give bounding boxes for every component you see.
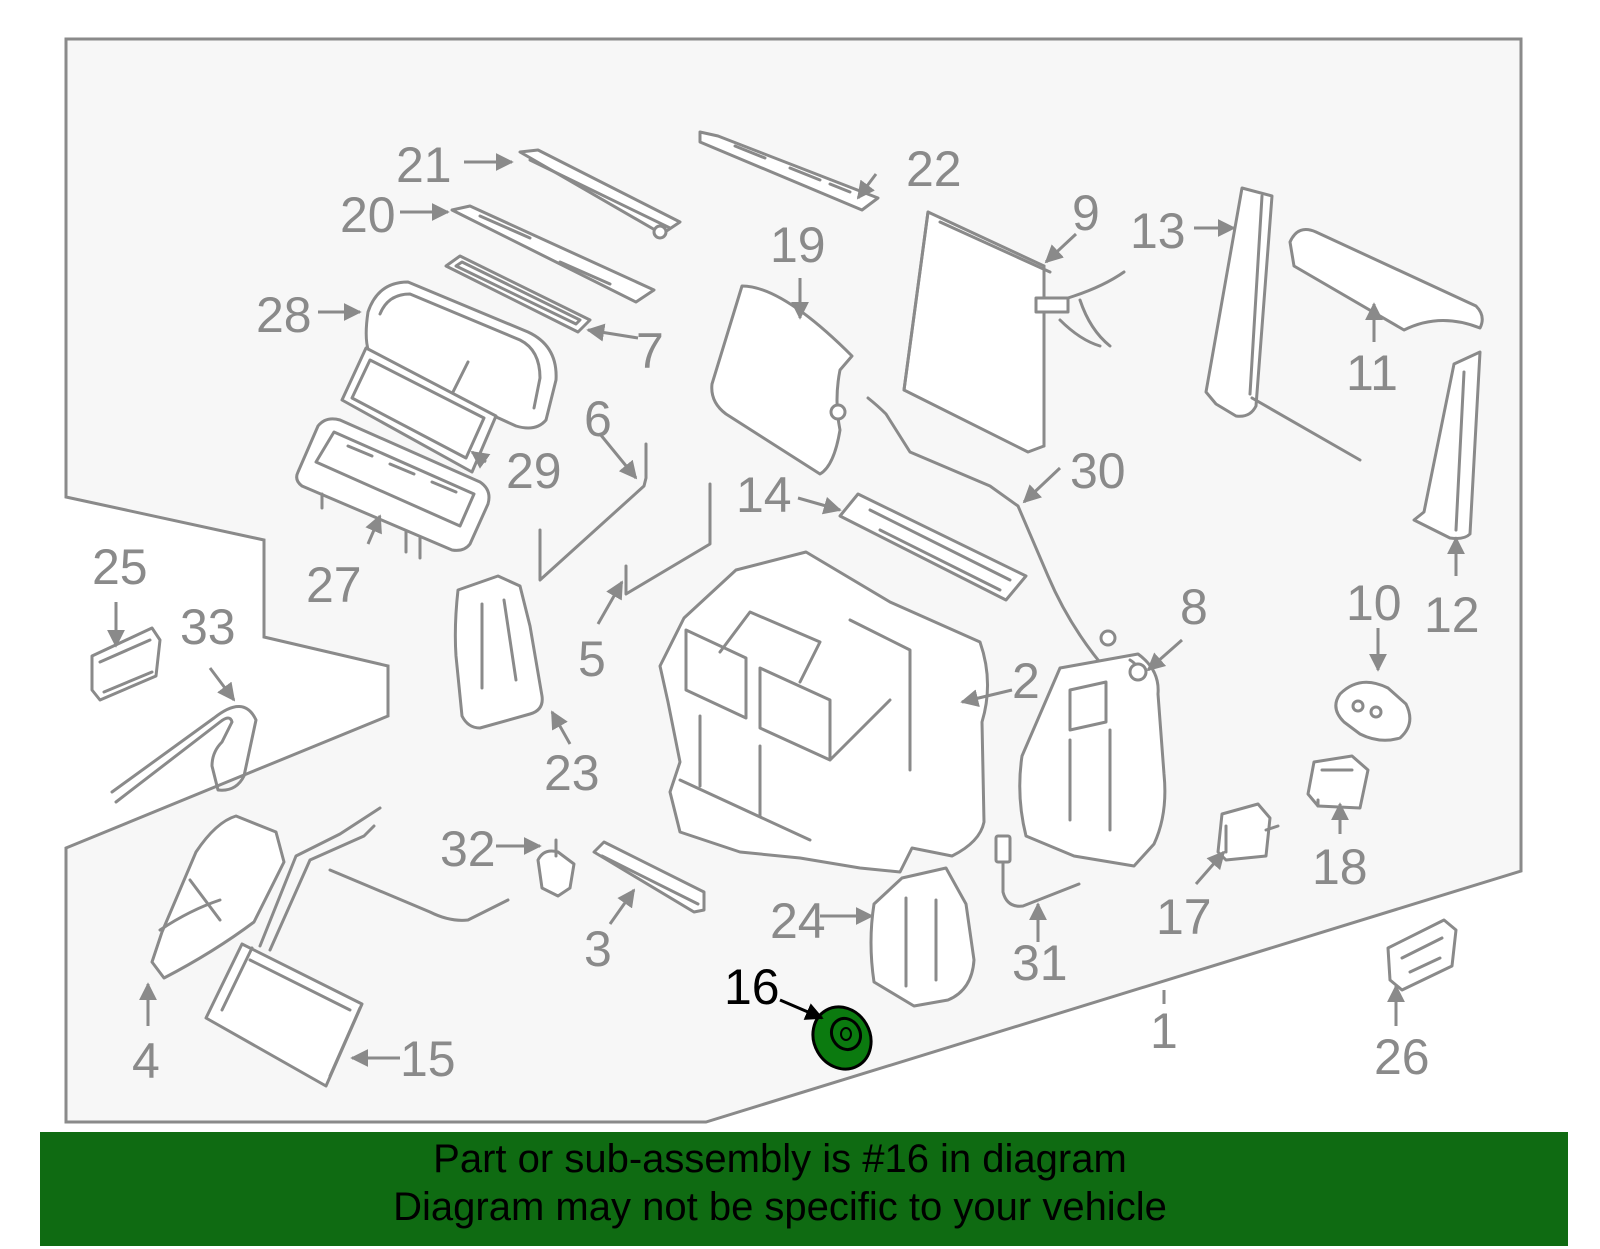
part-25-switch-panel[interactable] <box>90 626 162 702</box>
part-8-blower-unit[interactable] <box>1018 652 1167 868</box>
part-23-foot-duct[interactable] <box>453 574 544 730</box>
part-6-control-rod[interactable] <box>538 442 648 582</box>
part-33-drain-hose[interactable] <box>110 705 258 804</box>
banner-line-2: Diagram may not be specific to your vehi… <box>393 1185 1167 1229</box>
callout-13[interactable]: 13 <box>1130 203 1186 259</box>
callout-33[interactable]: 33 <box>180 599 236 655</box>
part-7-seal-gasket[interactable] <box>444 254 592 334</box>
callout-11[interactable]: 11 <box>1346 345 1398 401</box>
callout-5[interactable]: 5 <box>578 631 606 687</box>
callout-31[interactable]: 31 <box>1012 935 1068 991</box>
callout-8[interactable]: 8 <box>1180 579 1208 635</box>
part-26-control-switch[interactable] <box>1386 918 1458 992</box>
callout-24[interactable]: 24 <box>770 893 826 949</box>
part-22-vent-grille[interactable] <box>698 130 880 212</box>
part-24-blower-case[interactable] <box>869 866 976 1008</box>
callout-22[interactable]: 22 <box>906 141 962 197</box>
part-21-trim-strip[interactable] <box>518 148 682 240</box>
callout-27[interactable]: 27 <box>306 557 362 613</box>
callout-10[interactable]: 10 <box>1346 575 1402 631</box>
leader-lines <box>107 153 1465 1067</box>
callout-3[interactable]: 3 <box>584 921 612 977</box>
callout-18[interactable]: 18 <box>1312 839 1368 895</box>
callout-25[interactable]: 25 <box>92 539 148 595</box>
part-32-actuator[interactable] <box>536 838 576 898</box>
callout-2[interactable]: 2 <box>1012 653 1040 709</box>
callout-17[interactable]: 17 <box>1156 889 1212 945</box>
part-3-seal-strip[interactable] <box>592 840 706 914</box>
callout-23[interactable]: 23 <box>544 745 600 801</box>
callout-32[interactable]: 32 <box>440 821 496 877</box>
part-5-link-rod[interactable] <box>624 482 712 596</box>
part-20-mode-door[interactable] <box>450 204 656 304</box>
part-15-heater-core[interactable] <box>204 806 510 1088</box>
part-14-air-mix-door[interactable] <box>838 492 1028 602</box>
part-13-side-seal[interactable] <box>1204 186 1362 462</box>
callout-20[interactable]: 20 <box>340 187 396 243</box>
callout-29[interactable]: 29 <box>506 443 562 499</box>
callout-1[interactable]: 1 <box>1150 1003 1178 1059</box>
part-27-intake-case[interactable] <box>295 417 491 560</box>
part-9-evaporator-core[interactable] <box>902 210 1126 454</box>
part-18-control-module[interactable] <box>1306 754 1370 810</box>
part-2-hvac-case[interactable] <box>658 550 989 874</box>
callout-12[interactable]: 12 <box>1424 587 1480 643</box>
part-11-duct-cover[interactable] <box>1288 228 1484 332</box>
info-banner: Part or sub-assembly is #16 in diagram D… <box>40 1132 1568 1246</box>
part-4-rear-duct[interactable] <box>150 814 286 980</box>
banner-line-1: Part or sub-assembly is #16 in diagram <box>433 1137 1127 1181</box>
callout-26[interactable]: 26 <box>1374 1029 1430 1085</box>
callout-4[interactable]: 4 <box>132 1033 160 1089</box>
part-30-drain-tube[interactable] <box>866 396 1117 674</box>
callout-16[interactable]: 16 <box>724 959 780 1015</box>
callout-14[interactable]: 14 <box>736 467 792 523</box>
part-29-cabin-filter[interactable] <box>340 346 498 474</box>
callout-19[interactable]: 19 <box>770 217 826 273</box>
callout-28[interactable]: 28 <box>256 287 312 343</box>
callout-7[interactable]: 7 <box>636 323 664 379</box>
callout-21[interactable]: 21 <box>396 137 452 193</box>
part-10-resistor[interactable] <box>1334 680 1412 742</box>
part-16-blower-motor-highlighted[interactable] <box>802 996 882 1079</box>
callout-30[interactable]: 30 <box>1070 443 1126 499</box>
callout-15[interactable]: 15 <box>400 1031 456 1087</box>
callout-labels: 21 22 20 19 9 13 28 7 11 6 29 30 14 27 2… <box>92 137 1480 1089</box>
callout-9[interactable]: 9 <box>1072 185 1100 241</box>
part-31-wire-harness[interactable] <box>994 834 1081 908</box>
callout-6[interactable]: 6 <box>584 391 612 447</box>
